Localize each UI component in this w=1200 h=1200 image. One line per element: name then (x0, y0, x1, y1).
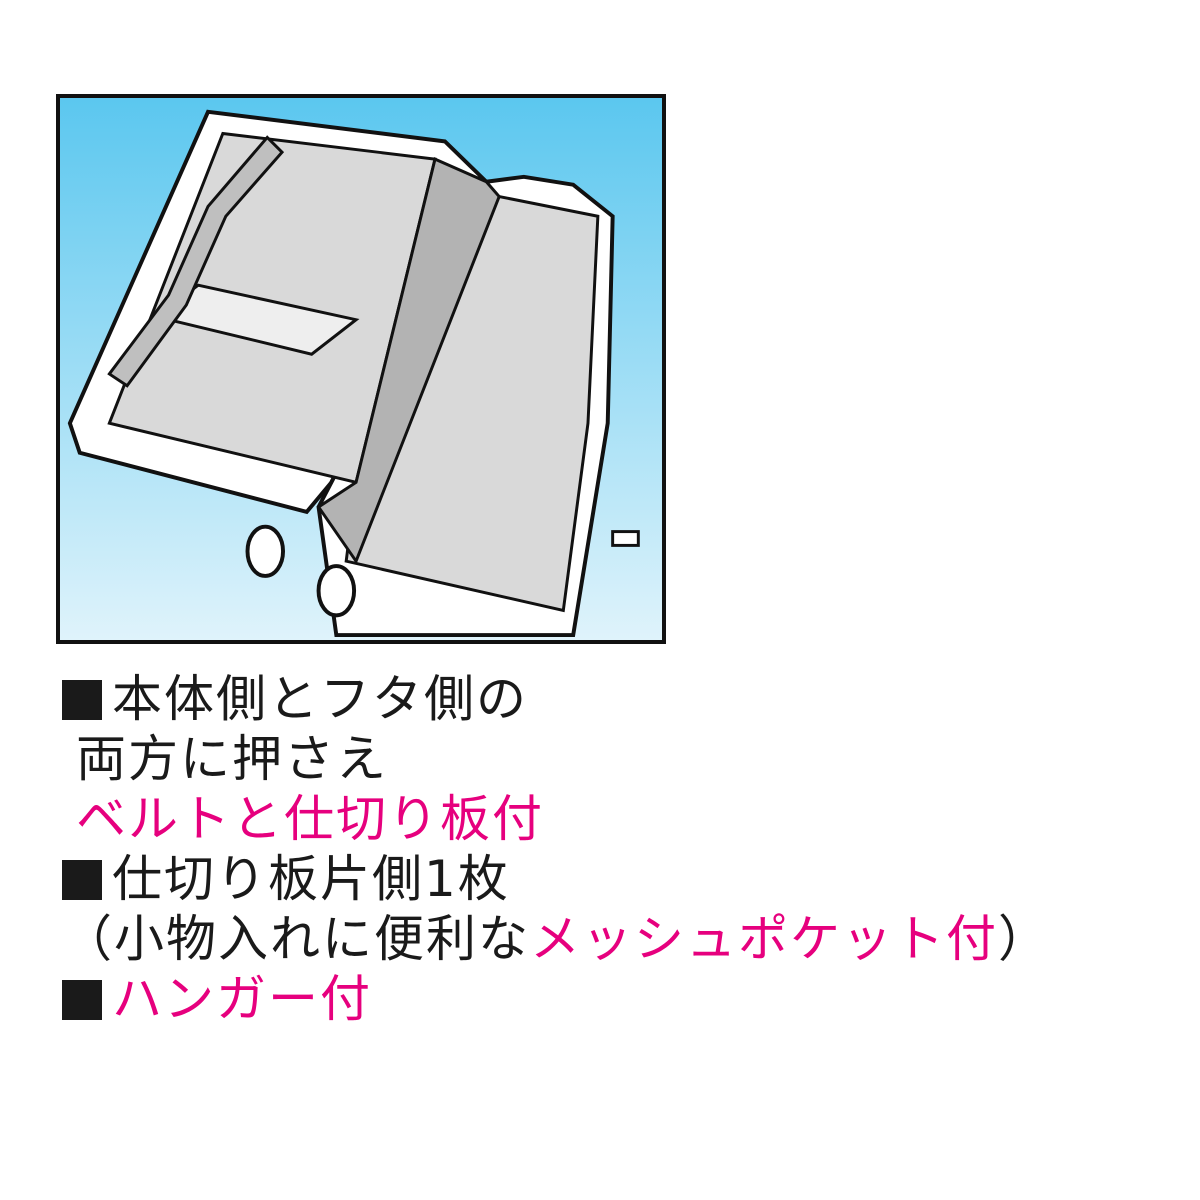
paren-open: （ (62, 910, 114, 968)
feature-2-line-1: 仕切り板片側1枚 (62, 850, 1182, 908)
feature-1-highlight: ベルトと仕切り板付 (76, 790, 544, 848)
square-bullet-icon (62, 860, 102, 900)
feature-1-text-2: 両方に押さえ (76, 730, 388, 788)
square-bullet-icon (62, 680, 102, 720)
paren-close: ） (998, 910, 1050, 968)
feature-text: 本体側とフタ側の 両方に押さえ ベルトと仕切り板付 仕切り板片側1枚 （小物入れ… (62, 670, 1182, 1028)
feature-2-line-2: （小物入れに便利なメッシュポケット付） (62, 910, 1182, 968)
feature-2-text-2: 小物入れに便利な (114, 910, 530, 968)
feature-1-line-2: 両方に押さえ (62, 730, 1182, 788)
square-bullet-icon (62, 980, 102, 1020)
feature-1-text-1: 本体側とフタ側の (112, 670, 528, 728)
feature-3-highlight: ハンガー付 (112, 970, 372, 1028)
feature-1-line-1: 本体側とフタ側の (62, 670, 1182, 728)
feature-2-highlight: メッシュポケット付 (530, 910, 998, 968)
open-suitcase-icon (60, 98, 662, 640)
suitcase-illustration (56, 94, 666, 644)
feature-1-line-3: ベルトと仕切り板付 (62, 790, 1182, 848)
feature-2-text-1: 仕切り板片側1枚 (112, 850, 510, 908)
feature-3-line-1: ハンガー付 (62, 970, 1182, 1028)
